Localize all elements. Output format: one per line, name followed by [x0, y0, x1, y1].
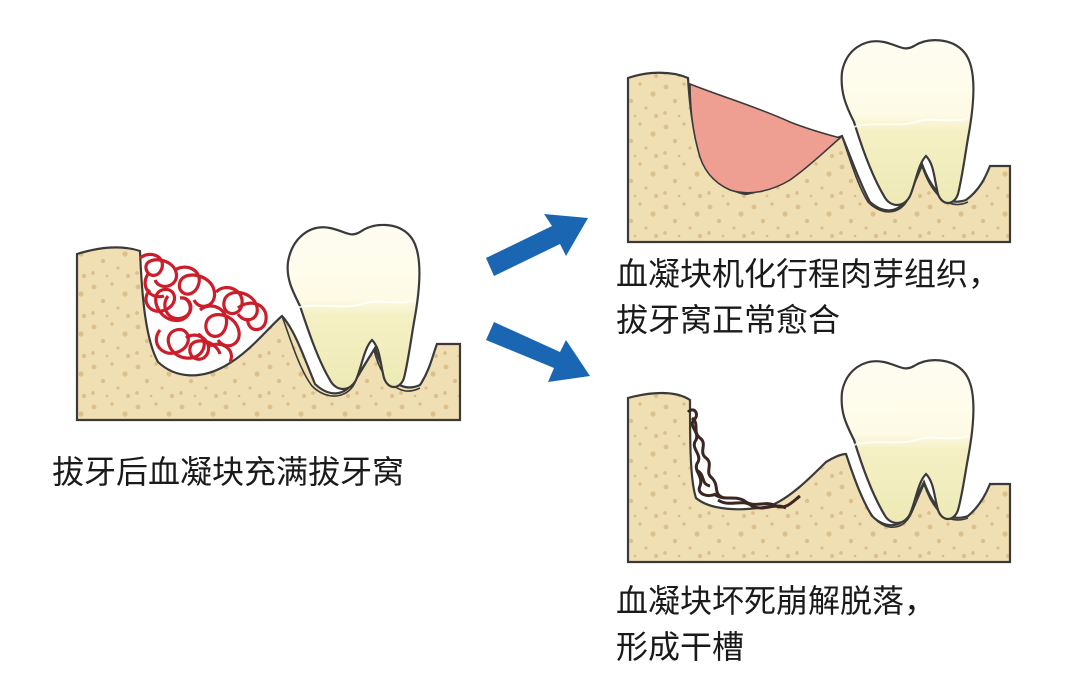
caption-normal-healing-line1: 血凝块机化行程肉芽组织，: [616, 255, 1001, 293]
caption-extraction-socket: 拔牙后血凝块充满拔牙窝: [52, 453, 405, 491]
caption-normal-healing-line2: 拔牙窝正常愈合: [616, 301, 841, 339]
arrow-to-normal-healing: [486, 214, 588, 276]
panel-dry-socket: [626, 359, 1012, 564]
molar-tooth-left: [286, 223, 421, 391]
necrotic-clot: [686, 408, 801, 510]
blood-clot: [139, 252, 268, 363]
granulation-tissue: [689, 82, 842, 194]
arrow-to-dry-socket: [486, 322, 590, 382]
panel-extraction-socket: [75, 223, 462, 422]
caption-dry-socket-line2: 形成干槽: [616, 628, 745, 666]
caption-dry-socket-line1: 血凝块坏死崩解脱落，: [616, 582, 937, 620]
panel-normal-healing: [626, 39, 1012, 244]
